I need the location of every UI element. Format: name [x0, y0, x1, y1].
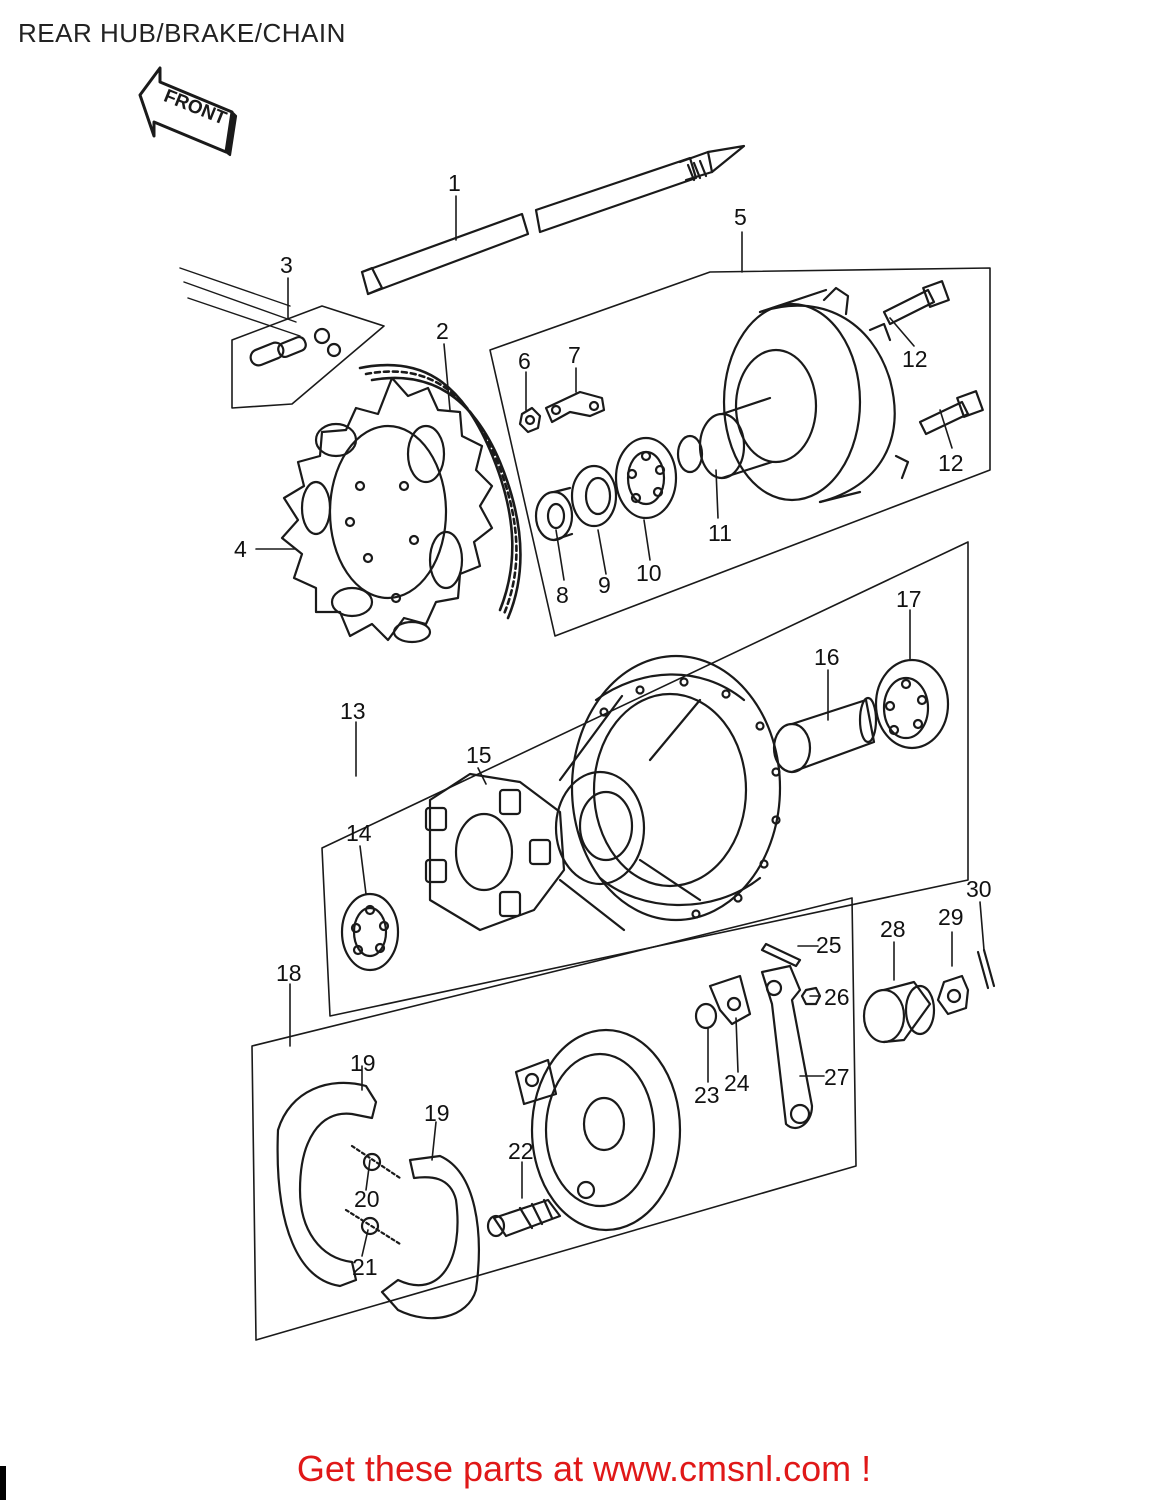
bearing-right	[874, 658, 950, 750]
brake-cam	[486, 1198, 562, 1238]
callout-22: 22	[508, 1138, 534, 1164]
callout-29: 29	[938, 904, 964, 930]
hub-group-frame	[489, 267, 991, 637]
footer-link[interactable]: Get these parts at www.cmsnl.com !	[296, 1448, 872, 1489]
callout-19b: 19	[424, 1100, 450, 1126]
callout-26: 26	[824, 984, 850, 1010]
callout-13: 13	[340, 698, 366, 724]
callout-3: 3	[280, 252, 293, 278]
callout-9: 9	[598, 572, 611, 598]
callout-15: 15	[466, 742, 492, 768]
bearing-left	[340, 892, 400, 972]
page-title: REAR HUB/BRAKE/CHAIN	[18, 18, 346, 48]
callout-7: 7	[568, 342, 581, 368]
callout-18: 18	[276, 960, 302, 986]
rear-sprocket	[280, 376, 494, 644]
wheel-hub	[554, 654, 782, 932]
axle	[360, 144, 746, 296]
callout-1: 1	[448, 170, 461, 196]
callout-20: 20	[354, 1186, 380, 1212]
brake-shoes	[276, 1081, 480, 1320]
callout-2: 2	[436, 318, 449, 344]
callout-23: 23	[694, 1082, 720, 1108]
hub-bolts	[882, 280, 984, 436]
callout-4: 4	[234, 536, 247, 562]
corner-mark	[0, 1466, 6, 1500]
callout-19a: 19	[350, 1050, 376, 1076]
callout-16: 16	[814, 644, 840, 670]
callout-11: 11	[708, 520, 732, 546]
callout-24: 24	[724, 1070, 750, 1096]
callout-14: 14	[346, 820, 372, 846]
sprocket-coupling	[698, 286, 910, 504]
callout-21: 21	[352, 1254, 378, 1280]
rubber-damper	[424, 772, 566, 932]
callout-27: 27	[824, 1064, 850, 1090]
axle-collar-nut-pin	[862, 948, 996, 1044]
hub-spacers-bearings	[534, 434, 704, 542]
callout-12b: 12	[938, 450, 964, 476]
callout-6: 6	[518, 348, 531, 374]
nut-and-lockplate	[518, 390, 606, 434]
callout-5: 5	[734, 204, 747, 230]
callout-30: 30	[966, 876, 992, 902]
brake-group-frame	[251, 897, 857, 1341]
brake-arm-hardware	[694, 942, 822, 1130]
front-arrow-label: FRONT	[161, 86, 230, 130]
wheel-group-frame	[321, 541, 969, 1017]
drive-chain	[358, 363, 522, 620]
chain-joint	[179, 267, 385, 409]
hub-spacer-right	[772, 696, 878, 774]
callout-28: 28	[880, 916, 906, 942]
callout-25: 25	[816, 932, 842, 958]
callout-12a: 12	[902, 346, 928, 372]
front-arrow-icon: FRONT	[138, 66, 238, 157]
callout-10: 10	[636, 560, 662, 586]
callout-8: 8	[556, 582, 569, 608]
callout-17: 17	[896, 586, 922, 612]
brake-panel	[514, 1028, 682, 1232]
